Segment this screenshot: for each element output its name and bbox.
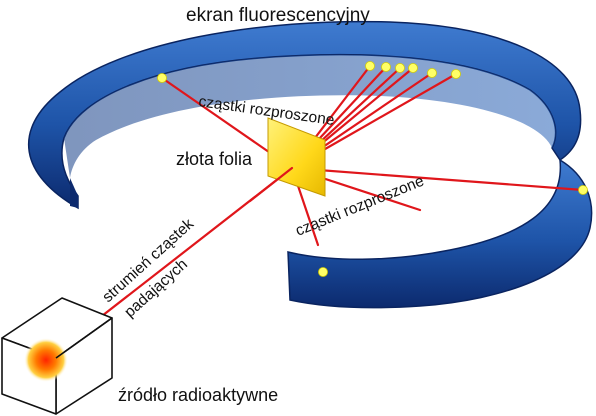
incident-beam-front [248, 166, 294, 203]
gold-foil-plate [267, 117, 326, 197]
flash-dot [451, 69, 461, 79]
ring-back-inner-face [64, 54, 556, 178]
flash-dot [395, 63, 405, 73]
flash-dot [157, 73, 167, 83]
ring-front-right-band [287, 158, 593, 309]
flash-dot [578, 185, 588, 195]
cube-edge [55, 317, 113, 359]
gold-foil [267, 117, 326, 197]
flash-dot [381, 62, 391, 72]
flash-dot [365, 61, 375, 71]
flash-dot [427, 68, 437, 78]
screen-label: ekran fluorescencyjny [186, 5, 370, 26]
source-glow [24, 338, 68, 382]
ring-left-end-edge [70, 178, 78, 208]
source-label: źródło radioaktywne [118, 385, 278, 405]
scattered-label-top: cząstki rozproszone [197, 93, 335, 129]
flash-dot [408, 63, 418, 73]
scintillation-dots [157, 61, 588, 277]
fluorescent-screen-ring [27, 20, 593, 309]
flash-dot [318, 267, 328, 277]
particle-paths-front [248, 166, 294, 203]
scattered-ray-far-right [290, 166, 585, 192]
radioactive-source-cube [1, 297, 113, 415]
foil-label: złota folia [176, 149, 253, 169]
